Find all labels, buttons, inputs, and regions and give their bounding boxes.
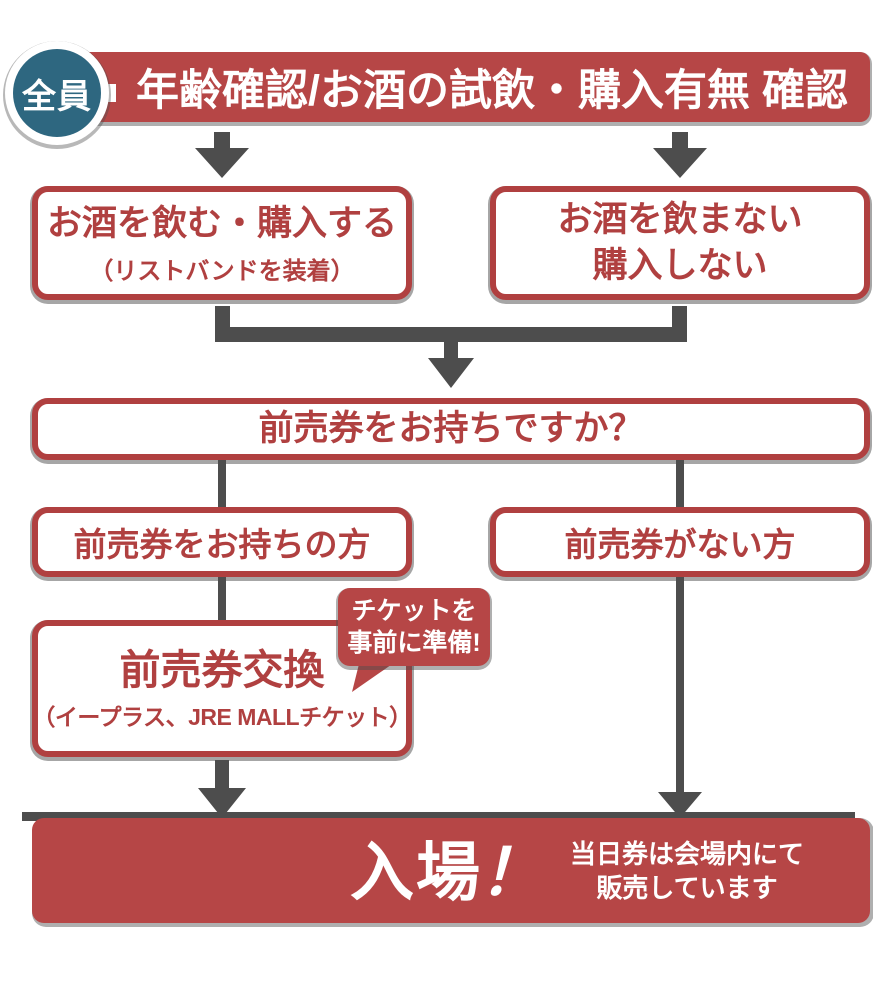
drink-box: お酒を飲む・購入する （リストバンドを装着）: [32, 186, 412, 300]
entry-merge-bar: [22, 812, 855, 821]
exchange-subtitle: （イープラス、JRE MALLチケット）: [32, 703, 412, 730]
merge-bracket-bar: [215, 327, 687, 342]
badge-label: 全員: [13, 49, 101, 137]
connector-line: [676, 577, 684, 764]
connector-line: [218, 577, 226, 622]
no-ticket-box: 前売券がない方: [490, 507, 870, 577]
connector-line: [676, 460, 684, 508]
down-arrow-icon: [195, 132, 249, 178]
drink-box-subtitle: （リストバンドを装着）: [89, 257, 355, 285]
no-drink-box: お酒を飲まない 購入しない: [490, 186, 870, 300]
ticket-exchange-box: 前売券交換 （イープラス、JRE MALLチケット）: [32, 620, 412, 757]
down-arrow-icon: [658, 760, 702, 818]
no-drink-line1: お酒を飲まない: [557, 200, 803, 239]
no-drink-line2: 購入しない: [592, 246, 768, 285]
drink-box-title: お酒を飲む・購入する: [46, 203, 397, 243]
bubble-tail-icon: [352, 660, 398, 692]
question-box: 前売券をお持ちですか？: [32, 398, 870, 460]
prepare-ticket-bubble: チケットを 事前に準備!: [338, 588, 490, 666]
down-arrow-icon: [653, 132, 707, 178]
entry-note: 当日券は会場内にて 販売しています: [570, 838, 805, 903]
exchange-title: 前売券交換: [119, 646, 325, 693]
bubble-line2: 事前に準備!: [347, 629, 481, 657]
down-arrow-icon: [198, 760, 246, 818]
entry-title: 入場！: [350, 821, 560, 913]
has-ticket-box: 前売券をお持ちの方: [32, 507, 412, 577]
exclamation-mark: ！: [475, 835, 560, 908]
question-label: 前売券をお持ちですか？: [258, 409, 644, 448]
entry-box: 入場！ 当日券は会場内にて 販売しています: [32, 818, 870, 923]
bubble-line1: チケットを: [351, 597, 477, 625]
connector-line: [218, 460, 226, 508]
has-ticket-label: 前売券をお持ちの方: [73, 526, 371, 563]
header-banner: 年齢確認/お酒の試飲・購入有無 確認: [78, 52, 870, 122]
flow-title: 年齢確認/お酒の試飲・購入有無 確認: [136, 67, 848, 115]
down-arrow-icon: [428, 342, 474, 388]
everyone-badge: 全員: [0, 34, 116, 152]
no-ticket-label: 前売券がない方: [564, 526, 796, 563]
